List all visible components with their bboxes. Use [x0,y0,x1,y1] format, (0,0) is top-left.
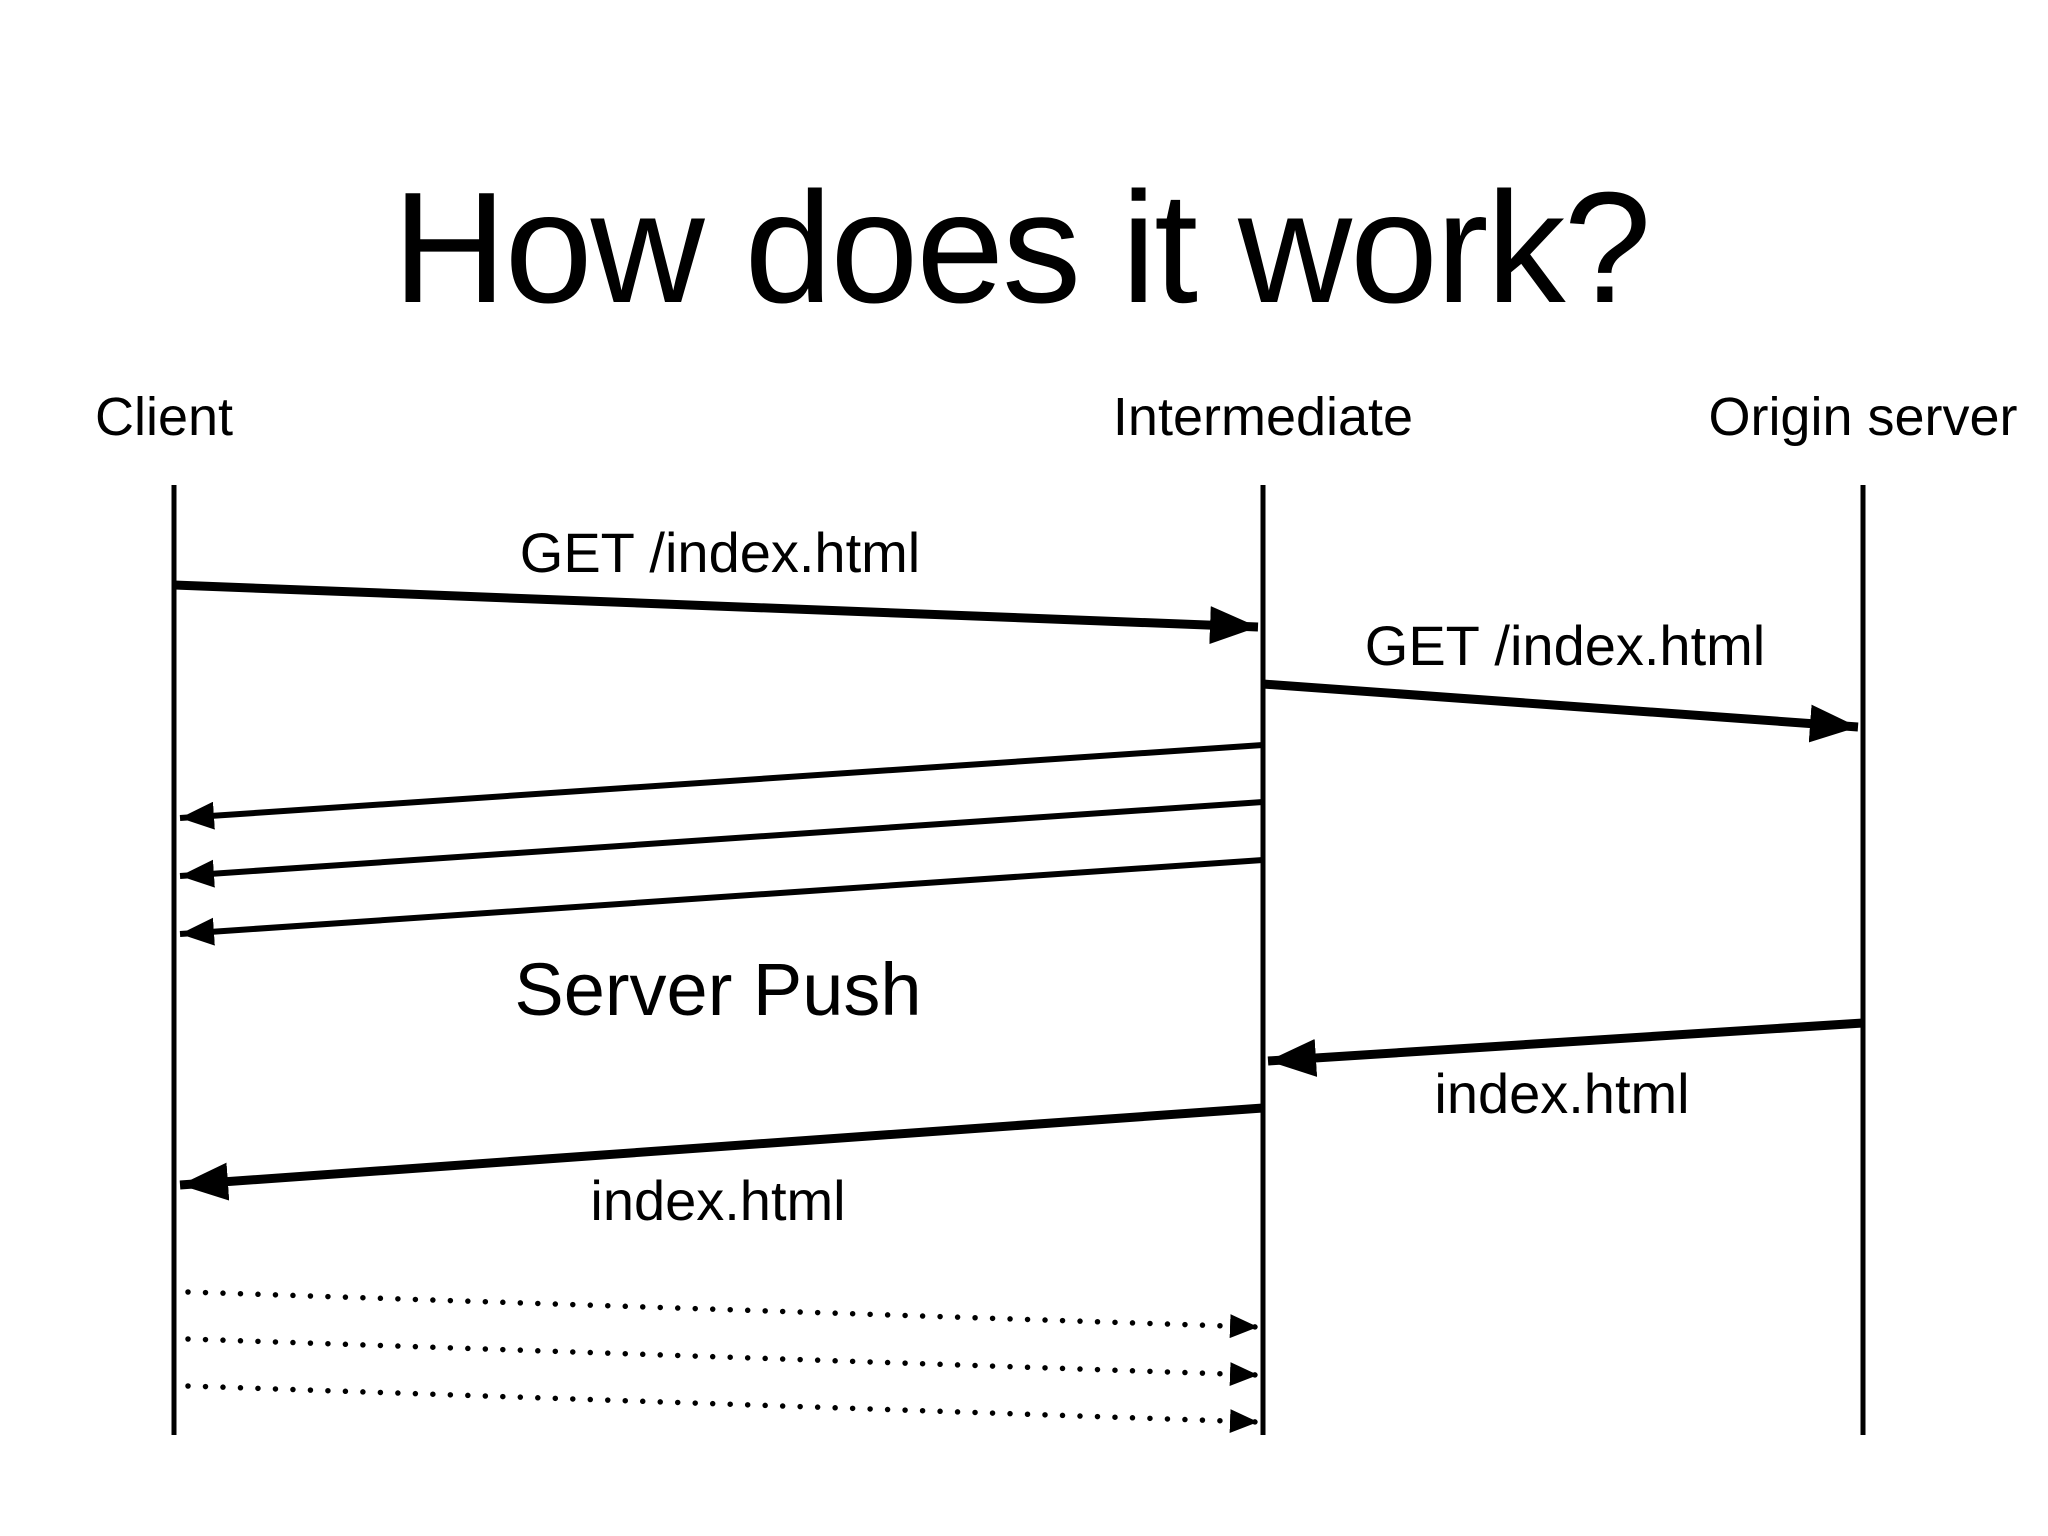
message-label-index-origin-to-intermediate: index.html [1434,1062,1689,1125]
participant-label-intermediate: Intermediate [1113,387,1413,447]
arrow-dotted-2 [185,1336,1261,1387]
participant-label-client: Client [95,387,233,447]
server-push-arrows [179,742,1264,946]
message-label-get-intermediate-to-origin: GET /index.html [1365,614,1765,677]
participant-label-origin-server: Origin server [1708,387,2017,447]
arrow-get-client-to-intermediate [173,580,1259,645]
arrow-server-push-3 [179,857,1264,946]
server-push-label: Server Push [514,948,921,1031]
arrow-index-origin-to-intermediate [1267,1018,1864,1077]
arrow-index-intermediate-to-client [179,1103,1264,1201]
message-label-get-client-to-intermediate: GET /index.html [520,521,920,584]
arrow-server-push-1 [179,742,1264,830]
dotted-arrows [185,1289,1261,1434]
arrow-get-intermediate-to-origin [1262,679,1859,743]
page-title: How does it work? [393,160,1650,336]
arrow-dotted-1 [185,1289,1261,1339]
arrow-dotted-3 [185,1383,1261,1434]
arrow-server-push-2 [179,799,1264,888]
message-label-index-intermediate-to-client: index.html [590,1169,845,1232]
